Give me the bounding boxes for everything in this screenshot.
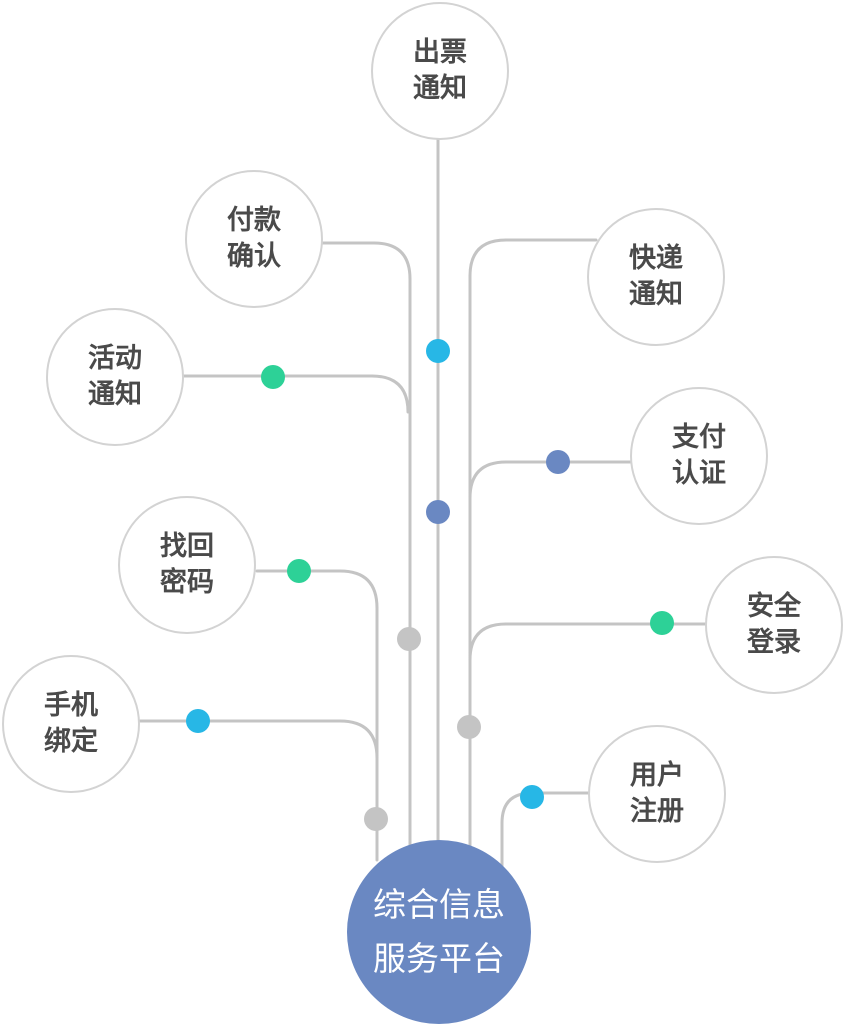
node-phone-binding: 手机 绑定 <box>2 655 140 793</box>
node-activity-notice-line2: 通知 <box>88 379 142 410</box>
hub-line1: 综合信息 <box>373 885 505 924</box>
dot-password-recovery <box>287 559 311 583</box>
node-express-notice-line2: 通知 <box>629 279 683 310</box>
wire-secure-login <box>468 622 708 662</box>
node-ticket-notice-line2: 通知 <box>413 73 467 104</box>
node-phone-binding-line2: 绑定 <box>44 726 98 757</box>
dot-user-registration <box>520 785 544 809</box>
node-user-registration-line1: 用户 <box>630 760 684 791</box>
dot-activity-notice <box>261 365 285 389</box>
dot-outer-left-junction <box>364 807 388 831</box>
hub-line2: 服务平台 <box>373 939 505 978</box>
node-payment-auth-line2: 认证 <box>672 458 726 489</box>
wire-payment-confirm <box>320 241 412 852</box>
node-password-recovery-line2: 密码 <box>160 567 214 598</box>
node-phone-binding-line1: 手机 <box>44 690 98 721</box>
dot-left-trunk-junction <box>397 627 421 651</box>
node-ticket-notice: 出票 通知 <box>371 2 509 140</box>
node-activity-notice: 活动 通知 <box>46 308 184 446</box>
dot-right-trunk-junction <box>457 715 481 739</box>
node-payment-confirm-line2: 确认 <box>227 241 281 272</box>
wire-phone-binding <box>138 719 379 760</box>
dot-phone-binding <box>186 709 210 733</box>
node-express-notice-line1: 快递 <box>629 243 683 274</box>
node-payment-auth-line1: 支付 <box>672 422 726 453</box>
node-payment-confirm: 付款 确认 <box>185 170 323 308</box>
node-secure-login-line1: 安全 <box>747 591 801 622</box>
wire-payment-auth <box>468 460 633 500</box>
node-activity-notice-line1: 活动 <box>88 343 142 374</box>
node-payment-confirm-line1: 付款 <box>227 205 281 236</box>
wire-express-notice <box>468 238 598 852</box>
node-secure-login-line2: 登录 <box>747 627 801 658</box>
node-payment-auth: 支付 认证 <box>630 387 768 525</box>
node-password-recovery-line1: 找回 <box>160 531 214 562</box>
node-express-notice: 快递 通知 <box>587 208 725 346</box>
wire-user-registration <box>500 791 591 872</box>
node-user-registration: 用户 注册 <box>588 725 726 863</box>
hub-service-platform: 综合信息 服务平台 <box>347 840 531 1024</box>
node-secure-login: 安全 登录 <box>705 556 843 694</box>
node-user-registration-line2: 注册 <box>630 796 684 827</box>
dot-payment-auth <box>546 450 570 474</box>
dot-ticket-notice <box>426 339 450 363</box>
node-password-recovery: 找回 密码 <box>118 496 256 634</box>
dot-secure-login <box>650 611 674 635</box>
wire-password-recovery <box>255 569 379 862</box>
node-ticket-notice-line1: 出票 <box>413 37 467 68</box>
wire-activity-notice <box>182 374 410 414</box>
dot-center-trunk <box>426 500 450 524</box>
